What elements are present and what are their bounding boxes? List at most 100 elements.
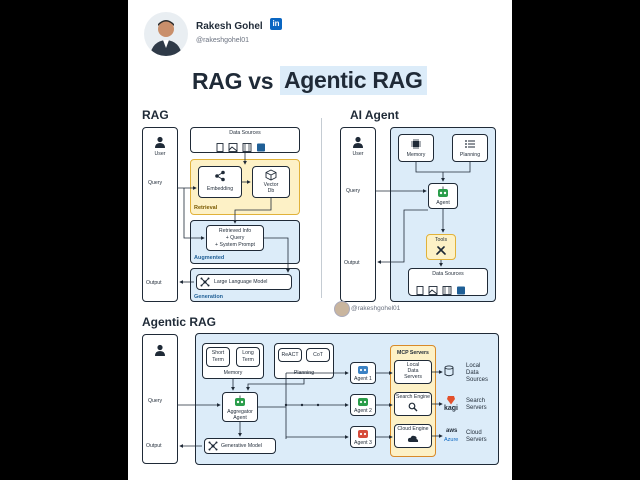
augmented-label: Augmented (194, 255, 225, 261)
local-servers-line2: Data (407, 368, 419, 374)
rag-user-label: User (154, 151, 166, 157)
rag-data-source-icons (216, 139, 276, 152)
aggregator-line2: Agent (233, 415, 247, 421)
cloud-servers-line1: Cloud (466, 430, 482, 436)
vector-db-box (252, 166, 290, 198)
rag-section-title: RAG (142, 108, 169, 122)
react-label: ReACT (281, 352, 299, 358)
infographic-card: Rakesh Gohel in @rakeshgohel01 RAG vs Ag… (128, 0, 512, 480)
author-name: Rakesh Gohel (196, 21, 263, 32)
rag-query-label: Query (148, 180, 163, 186)
long-term-line2: Term (242, 357, 254, 363)
watermark-avatar (334, 301, 350, 317)
agent-memory-label: Memory (406, 152, 426, 158)
generation-label: Generation (194, 294, 224, 300)
author-handle: @rakeshgohel01 (196, 37, 250, 44)
react-box (278, 348, 302, 362)
retrieved-line3: + System Prompt (215, 242, 255, 248)
agentic-query-label: Query (148, 398, 163, 404)
agent-planning-label: Planning (459, 152, 481, 158)
user-icon (153, 344, 167, 356)
vector-db-line2: Db (267, 188, 275, 194)
linkedin-icon[interactable]: in (270, 18, 282, 30)
tools-box (426, 234, 456, 260)
long-term-box (236, 347, 260, 367)
retrieved-info-box (206, 225, 264, 251)
cloud-engine-label: Cloud Engine (397, 426, 429, 432)
search-servers-line2: Servers (466, 405, 487, 411)
avatar[interactable] (144, 12, 188, 56)
agent-output-label: Output (344, 260, 360, 266)
agent-data-sources-label: Data Sources (432, 271, 464, 277)
user-icon (351, 136, 365, 148)
llm-box (196, 274, 292, 290)
generative-model-label: Generative Model (221, 443, 262, 449)
watermark-handle: @rakeshgohel01 (351, 305, 401, 312)
agent2-label: Agent 2 (354, 408, 372, 414)
search-icon (408, 402, 418, 412)
agent1-label: Agent 1 (354, 376, 372, 382)
cot-box (306, 348, 330, 362)
robot-icon (357, 396, 369, 406)
agent-query-label: Query (346, 188, 361, 194)
short-term-line2: Term (212, 357, 224, 363)
embedding-box (198, 166, 242, 198)
local-servers-line3: Servers (404, 374, 422, 380)
aws-label: aws (446, 428, 458, 434)
search-servers-line1: Search (466, 398, 486, 404)
rag-output-label: Output (146, 280, 162, 286)
section-divider (321, 118, 322, 298)
agentic-memory-label: Memory (223, 370, 243, 376)
robot-icon (233, 395, 247, 407)
local-servers-line1: Local (406, 362, 420, 368)
linkedin-badge-text: in (272, 19, 280, 28)
brave-icon (446, 395, 456, 405)
list-icon (464, 138, 476, 150)
model-icon (200, 277, 210, 287)
model-icon (208, 441, 218, 451)
tools-label: Tools (434, 237, 448, 243)
local-data-line2: Data (466, 370, 479, 376)
retrieval-label: Retrieval (194, 205, 218, 211)
robot-icon (357, 364, 369, 374)
aggregator-line1: Aggregator (227, 409, 253, 415)
cube-icon (265, 169, 277, 181)
agent-user-column (340, 127, 376, 302)
robot-icon (436, 186, 450, 198)
share-nodes-icon (214, 170, 226, 182)
llm-label: Large Language Model (214, 279, 268, 285)
rag-connectors (178, 153, 290, 284)
agent3-label: Agent 3 (354, 440, 372, 446)
cloud-servers-line2: Servers (466, 437, 487, 443)
agentic-connectors (178, 370, 443, 448)
ai-agent-section-title: AI Agent (350, 108, 399, 122)
azure-label: Azure (444, 437, 459, 443)
agent-label: Agent (436, 200, 450, 206)
local-servers-box (394, 360, 432, 384)
robot-icon (357, 428, 369, 438)
rag-user-column (142, 127, 178, 302)
agent-user-label: User (352, 151, 364, 157)
local-data-line1: Local (466, 363, 481, 369)
kagi-label: kagi (444, 405, 459, 412)
chip-icon (410, 138, 422, 150)
search-engine-label: Search Engine (395, 394, 431, 400)
database-icon (444, 365, 454, 377)
agent-data-sources-box (408, 268, 488, 296)
main-title-right: Agentic RAG (280, 66, 427, 95)
short-term-line1: Short (211, 350, 225, 356)
planning-box (452, 134, 488, 162)
tools-icon (435, 244, 447, 256)
agentic-output-label: Output (146, 443, 162, 449)
embedding-label: Embedding (206, 186, 234, 192)
vector-db-line1: Vector (263, 182, 279, 188)
agent-data-source-icons (416, 282, 476, 295)
main-title-left: RAG vs (192, 68, 274, 94)
local-data-line3: Sources (466, 377, 489, 383)
stage: Rakesh Gohel in @rakeshgohel01 RAG vs Ag… (128, 0, 512, 480)
retrieved-line2: + Query (225, 235, 245, 241)
retrieved-line1: Retrieved Info (218, 228, 252, 234)
cot-label: CoT (313, 352, 323, 358)
rag-data-sources-label: Data Sources (229, 130, 261, 136)
search-engine-box (394, 392, 432, 416)
